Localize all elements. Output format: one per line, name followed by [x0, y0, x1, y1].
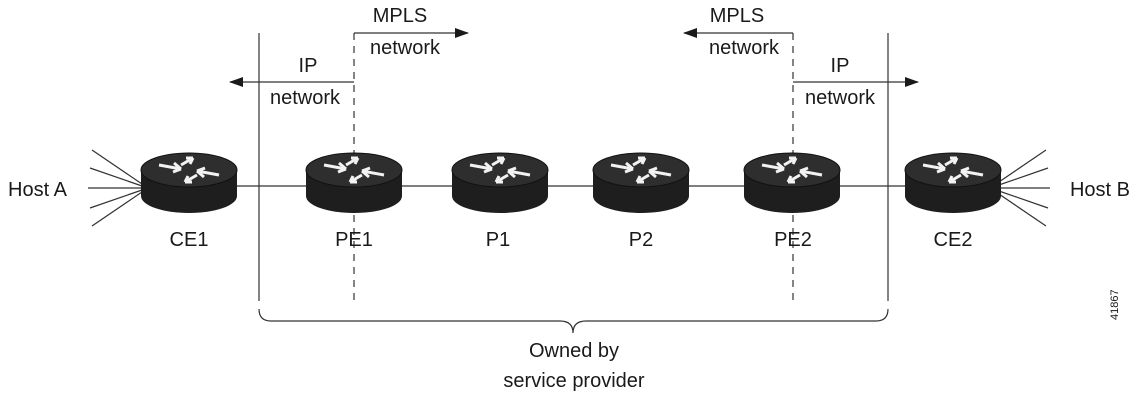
- brace-label-line-1: Owned by: [529, 340, 619, 362]
- router-icon-p2: [591, 151, 691, 215]
- router-label-ce1: CE1: [170, 229, 209, 251]
- brace-label-line-2: service provider: [503, 370, 645, 392]
- left-ip-label-1: IP: [299, 55, 318, 77]
- host-a-label: Host A: [8, 179, 68, 201]
- figure-id: 41867: [1109, 289, 1121, 320]
- right-mpls-label-2: network: [709, 37, 780, 59]
- router-label-p1: P1: [486, 229, 510, 251]
- router-label-pe1: PE1: [335, 229, 373, 251]
- host-b-links: [995, 149, 1050, 227]
- router-icon-pe1: [304, 151, 404, 215]
- left-ip-label-2: network: [270, 87, 341, 109]
- host-b-label: Host B: [1070, 179, 1130, 201]
- right-ip-label-2: network: [805, 87, 876, 109]
- right-mpls-label-1: MPLS: [710, 5, 764, 27]
- router-icon-pe2: [742, 151, 842, 215]
- left-mpls-label-2: network: [370, 37, 441, 59]
- router-icon-p1: [450, 151, 550, 215]
- router-icon-ce1: [139, 151, 239, 215]
- left-mpls-label-1: MPLS: [373, 5, 427, 27]
- service-provider-brace: [258, 308, 889, 334]
- router-label-ce2: CE2: [934, 229, 973, 251]
- router-label-p2: P2: [629, 229, 653, 251]
- right-ip-label-1: IP: [831, 55, 850, 77]
- router-icon-ce2: [903, 151, 1003, 215]
- router-label-pe2: PE2: [774, 229, 812, 251]
- host-a-links: [88, 149, 143, 227]
